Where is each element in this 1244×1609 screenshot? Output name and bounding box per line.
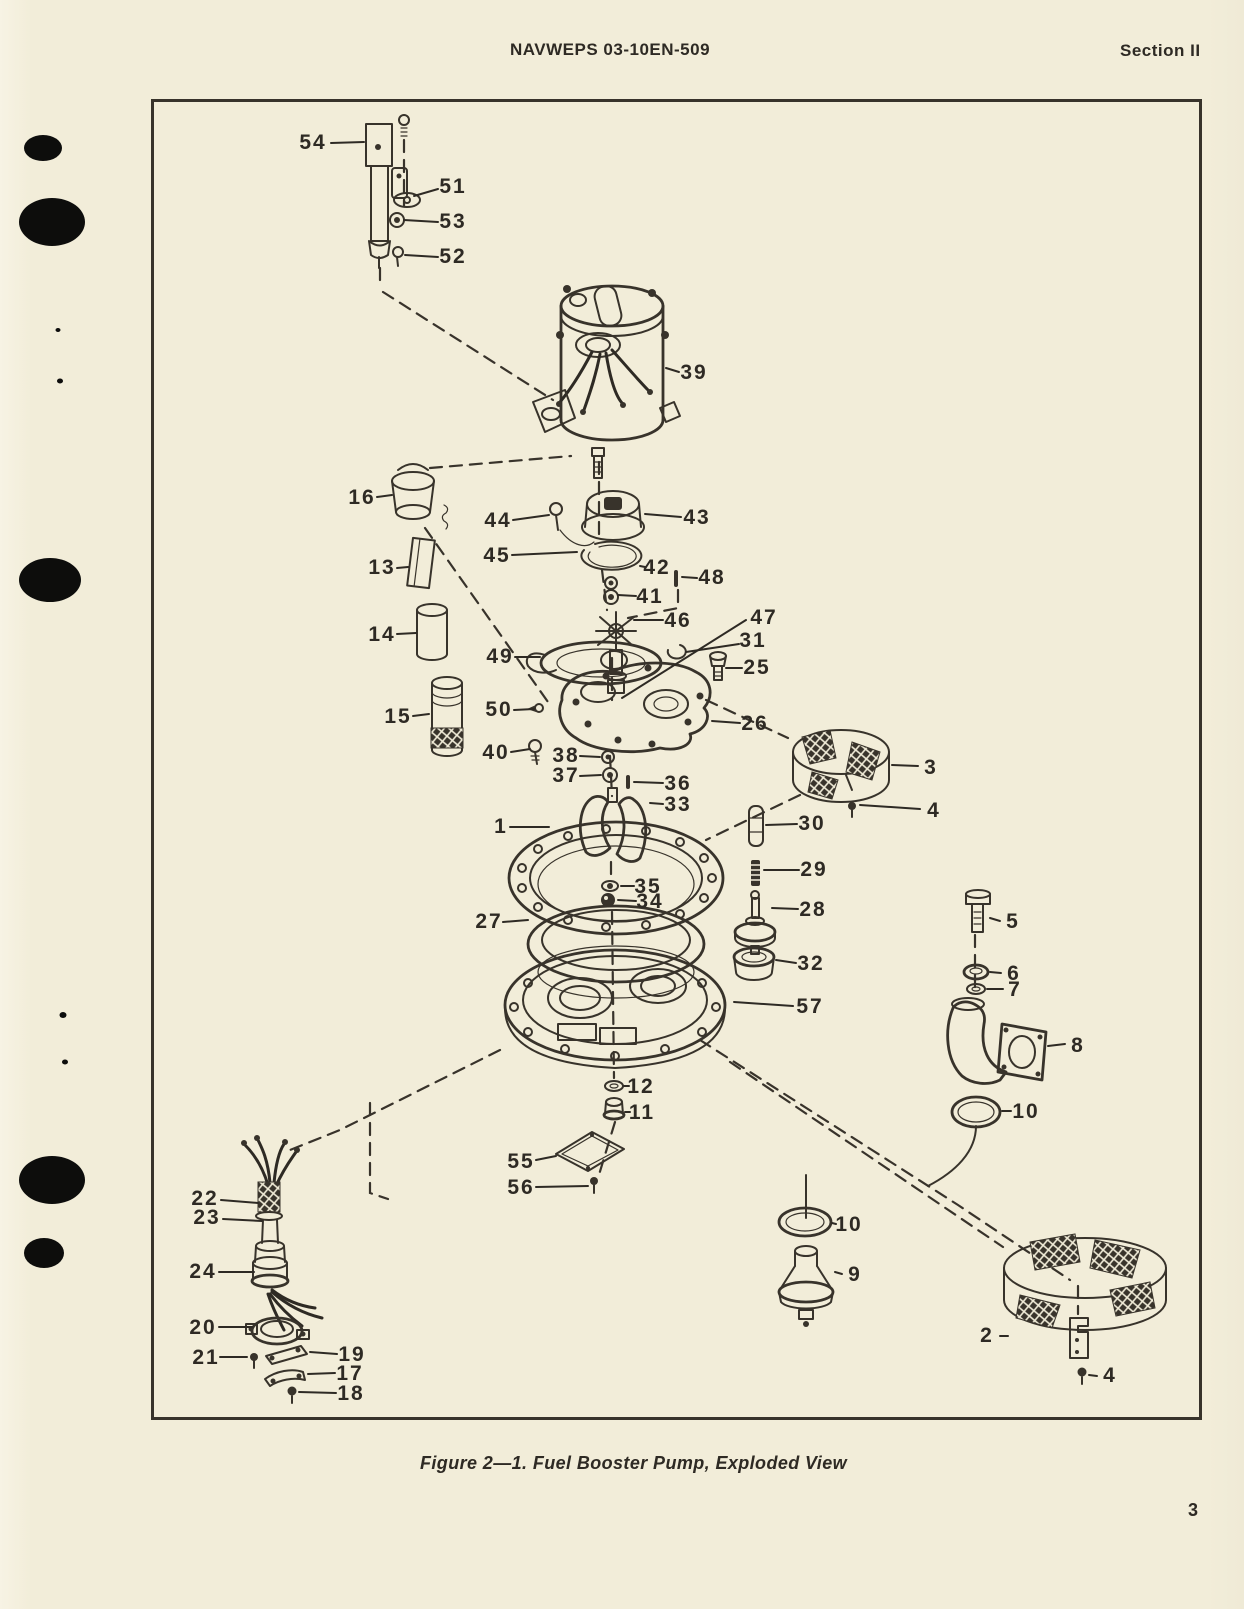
part-3-mounting-band xyxy=(792,729,890,803)
part-4-band-screw-lower xyxy=(1077,1367,1087,1385)
section-title: Section II xyxy=(1120,41,1201,60)
part-50-screw xyxy=(527,703,544,713)
part-57-pump-housing xyxy=(503,945,727,1069)
part-51-bracket xyxy=(391,167,421,208)
part-4-band-screw-upper xyxy=(848,802,856,818)
part-17-clamp-strap xyxy=(264,1369,306,1387)
part-32-valve-seat xyxy=(732,946,776,981)
page-number: 3 xyxy=(1188,1500,1199,1520)
binder-hole-mark xyxy=(19,1156,85,1204)
part-5-bolt xyxy=(965,889,991,933)
part-56-screw xyxy=(590,1177,598,1194)
callout-leader-lines xyxy=(218,141,1098,1394)
part-15-screen-sleeve xyxy=(430,676,464,757)
part-48-pin xyxy=(674,570,678,587)
scan-speck xyxy=(62,1059,68,1065)
part-13-sleeve xyxy=(406,536,436,590)
scan-speck xyxy=(57,378,63,384)
part-33-drive-coupling xyxy=(578,787,647,863)
binder-hole-mark xyxy=(19,558,81,602)
part-45-retainer-ring xyxy=(580,540,643,571)
part-16-outlet-elbow xyxy=(391,463,449,530)
part-44-screw xyxy=(549,502,595,547)
part-20-clamp xyxy=(245,1316,310,1346)
part-11-drain-plug xyxy=(602,1097,626,1121)
part-39-motor xyxy=(532,284,681,479)
part-10-oring-bottom xyxy=(777,1206,833,1238)
part-37-washer xyxy=(602,767,618,783)
part-8-elbow-fitting xyxy=(946,997,1048,1085)
part-21-screw xyxy=(250,1353,258,1369)
part-29-spring xyxy=(751,860,760,886)
part-1-impeller-housing xyxy=(507,820,725,936)
part-52-screw xyxy=(392,246,404,267)
part-40-screw xyxy=(528,739,542,765)
doc-number: NAVWEPS 03-10EN-509 xyxy=(510,40,711,59)
part-35-grommet xyxy=(601,880,619,892)
part-54-float-switch xyxy=(365,114,410,269)
part-7-washer xyxy=(966,983,986,995)
part-14-sleeve xyxy=(416,603,448,661)
part-26-adapter-casting xyxy=(558,661,712,754)
part-12-washer xyxy=(604,1080,624,1092)
scan-speck xyxy=(55,328,61,332)
part-53-washer xyxy=(389,212,405,228)
part-10-oring-right xyxy=(950,1095,1002,1129)
part-43-bearing-cap xyxy=(581,490,645,541)
figure-frame xyxy=(151,99,1202,1420)
part-55-cover-plate xyxy=(555,1131,625,1172)
exploded-axis-lines xyxy=(283,138,1080,1316)
part-36-pin xyxy=(626,775,630,789)
part-28-relief-valve xyxy=(733,890,777,955)
figure-caption: Figure 2—1. Fuel Booster Pump, Exploded … xyxy=(420,1453,848,1473)
binder-hole-mark xyxy=(24,1238,64,1268)
part-6-washer xyxy=(962,963,990,981)
part-34-nut xyxy=(601,893,615,907)
part-30-pin xyxy=(748,805,764,847)
part-25-bolt xyxy=(709,651,727,681)
binder-hole-mark xyxy=(19,198,85,246)
part-38-washer xyxy=(601,750,615,764)
part-22-24-cable-connector xyxy=(241,1135,324,1332)
part-31-snap-ring xyxy=(666,644,687,660)
part-19-plate xyxy=(265,1345,308,1365)
binder-hole-mark xyxy=(24,135,62,161)
part-27-gasket-ring xyxy=(526,904,706,984)
part-18-screw xyxy=(287,1386,297,1404)
scan-speck xyxy=(59,1012,67,1018)
part-2-mounting-band xyxy=(1003,1233,1167,1359)
part-9-check-valve xyxy=(777,1245,835,1327)
part-41-washers xyxy=(603,576,619,605)
